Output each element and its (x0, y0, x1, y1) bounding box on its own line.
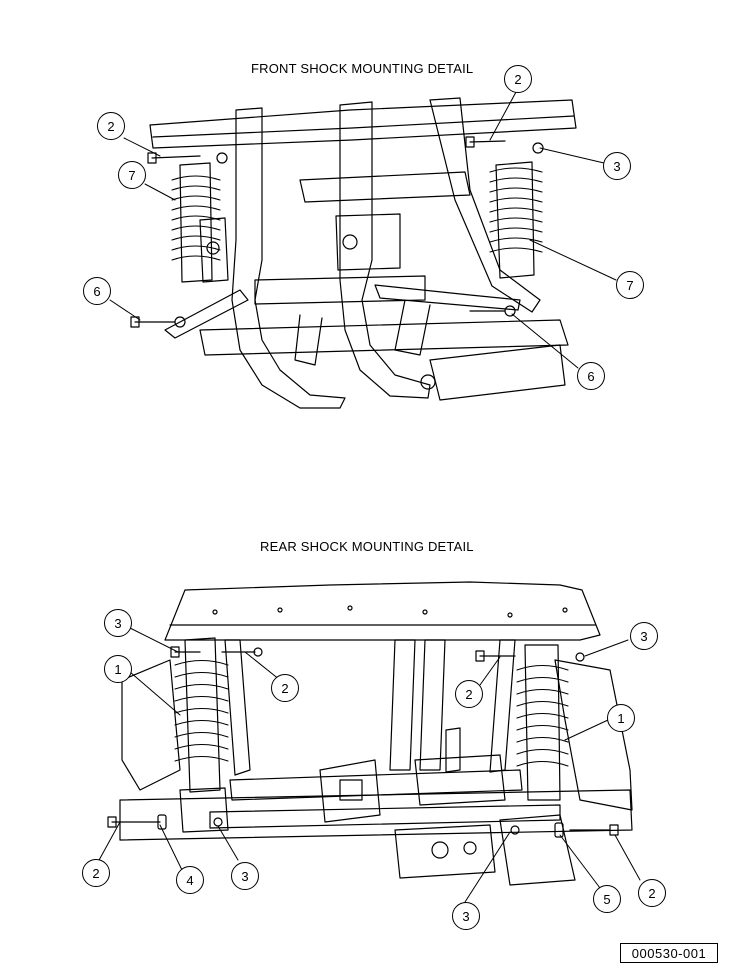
front-callout-7-right: 7 (616, 271, 644, 299)
front-bolts (130, 136, 544, 328)
rear-callout-3-top-right: 3 (630, 622, 658, 650)
rear-callout-5: 5 (593, 885, 621, 913)
front-leader-lines (109, 91, 617, 369)
front-callout-6-right: 6 (577, 362, 605, 390)
front-callout-6-left: 6 (83, 277, 111, 305)
document-number: 000530-001 (620, 943, 718, 963)
front-frame (149, 97, 577, 409)
front-callout-2-left: 2 (97, 112, 125, 140)
rear-callout-2-upper-right: 2 (455, 680, 483, 708)
front-callout-2-right: 2 (504, 65, 532, 93)
rear-callout-2-lower-left: 2 (82, 859, 110, 887)
front-callout-3: 3 (603, 152, 631, 180)
rear-callout-4: 4 (176, 866, 204, 894)
rear-springs (174, 659, 569, 767)
rear-callout-3-top-left: 3 (104, 609, 132, 637)
front-callout-7-left: 7 (118, 161, 146, 189)
rear-detail-title: REAR SHOCK MOUNTING DETAIL (260, 539, 474, 554)
front-detail-title: FRONT SHOCK MOUNTING DETAIL (251, 61, 474, 76)
rear-callout-2-lower-right: 2 (638, 879, 666, 907)
front-springs (171, 167, 543, 261)
rear-frame (119, 581, 633, 886)
rear-callout-3-lower-left: 3 (231, 862, 259, 890)
rear-callout-1-right: 1 (607, 704, 635, 732)
rear-callout-3-lower-center: 3 (452, 902, 480, 930)
rear-leader-lines (97, 627, 641, 903)
rear-callout-1-left: 1 (104, 655, 132, 683)
rear-callout-2-upper-left: 2 (271, 674, 299, 702)
